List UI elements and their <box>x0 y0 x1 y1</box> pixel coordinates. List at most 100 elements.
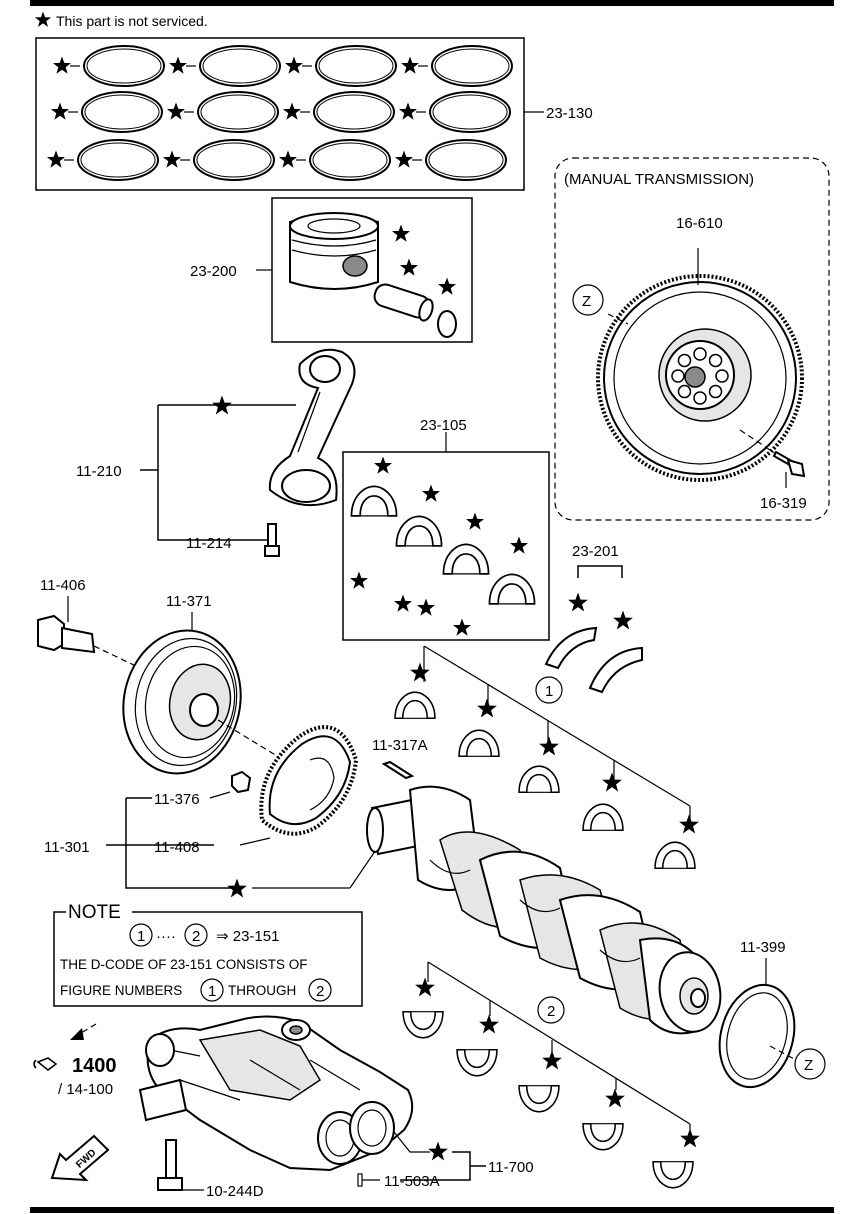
star-icon <box>428 1141 448 1161</box>
star-icon <box>51 102 69 120</box>
star-icon <box>163 150 181 168</box>
star-icon <box>539 736 559 756</box>
label-11-408[interactable]: 11-408 <box>154 839 200 856</box>
note-n1-b: 1 <box>208 983 216 1000</box>
star-icon <box>417 598 435 616</box>
reference-arrow-icon <box>33 1057 58 1071</box>
star-icon <box>227 878 247 898</box>
main-bearings-upper: 1 <box>394 645 699 870</box>
bearing-shell <box>654 841 696 870</box>
label-11-317A[interactable]: 11-317A <box>372 737 428 754</box>
reluctor-ring-group: 11-376 11-301 11-408 <box>44 725 385 898</box>
star-icon <box>283 102 301 120</box>
star-icon <box>479 1014 499 1034</box>
label-23-201[interactable]: 23-201 <box>572 543 619 560</box>
bearing-shell <box>582 1122 624 1151</box>
label-11-210[interactable]: 11-210 <box>76 463 122 480</box>
star-icon <box>212 395 232 415</box>
star-icon <box>392 224 410 242</box>
star-icon <box>602 772 622 792</box>
figure-number-2: 2 <box>547 1003 555 1020</box>
label-11-406[interactable]: 11-406 <box>40 577 86 594</box>
note-dots: ···· <box>156 928 176 945</box>
piston-ring <box>432 94 508 130</box>
bearing-shell <box>488 573 536 605</box>
star-icon <box>438 277 456 295</box>
conrod-bearings-group: 23-105 <box>342 417 550 641</box>
star-icon <box>400 258 418 276</box>
bearing-shell <box>582 803 624 832</box>
reference-14-100[interactable]: / 14-100 <box>58 1081 113 1098</box>
label-11-376[interactable]: 11-376 <box>154 791 200 808</box>
woodruff-key-group: 11-317A <box>372 737 428 780</box>
star-icon <box>395 150 413 168</box>
bottom-bar <box>30 1207 834 1213</box>
piston-ring <box>80 142 156 178</box>
label-11-301[interactable]: 11-301 <box>44 839 90 856</box>
label-16-319[interactable]: 16-319 <box>760 495 807 512</box>
flywheel-bolt-hole <box>671 369 685 383</box>
star-icon <box>613 610 633 630</box>
label-23-105[interactable]: 23-105 <box>420 417 467 434</box>
star-icon <box>679 814 699 834</box>
star-icon <box>680 1128 700 1148</box>
label-23-200[interactable]: 23-200 <box>190 263 237 280</box>
star-icon <box>401 56 419 74</box>
top-bar <box>30 0 834 6</box>
bearing-shell <box>394 691 436 720</box>
piston-ring <box>200 94 276 130</box>
note-line-3b: THROUGH <box>228 983 296 998</box>
star-icon <box>167 102 185 120</box>
label-16-610[interactable]: 16-610 <box>676 215 723 232</box>
bearing-shell <box>458 729 500 758</box>
star-icon <box>453 618 471 636</box>
label-11-399[interactable]: 11-399 <box>740 939 786 956</box>
star-icon <box>605 1088 625 1108</box>
piston-ring <box>202 48 278 84</box>
piston-ring <box>316 94 392 130</box>
note-title: NOTE <box>68 902 121 923</box>
note-box: NOTE 1 ···· 2 ⇒ 23-151 THE D-CODE OF 23-… <box>53 900 363 1007</box>
piston-ring <box>318 48 394 84</box>
thrust-bearing-group: 23-201 <box>544 543 643 694</box>
reference-group: 1400 / 14-100 <box>33 1023 117 1098</box>
star-icon <box>394 594 412 612</box>
bearing-shell <box>456 1048 498 1077</box>
note-line-3a: FIGURE NUMBERS <box>60 983 182 998</box>
z-marker-2: Z <box>804 1057 813 1074</box>
star-icon <box>374 456 392 474</box>
star-icon <box>47 150 65 168</box>
crankshaft-group <box>366 785 722 1035</box>
reference-arrow-icon <box>70 1028 84 1040</box>
bearing-shell <box>402 1010 444 1039</box>
star-icon <box>53 56 71 74</box>
connecting-rod-group: 11-210 11-214 <box>76 348 356 557</box>
note-n2-a: 2 <box>192 928 200 945</box>
star-icon <box>169 56 187 74</box>
fwd-arrow-icon: FWD <box>50 1134 110 1182</box>
label-11-700[interactable]: 11-700 <box>488 1159 534 1176</box>
flywheel-bolt-hole <box>708 384 723 399</box>
star-icon <box>477 698 497 718</box>
label-11-503A[interactable]: 11-503A <box>384 1173 440 1190</box>
piston-ring <box>86 48 162 84</box>
label-11-214[interactable]: 11-214 <box>186 535 232 552</box>
label-10-244D[interactable]: 10-244D <box>206 1183 264 1200</box>
flywheel-bolt-hole <box>693 347 707 361</box>
flywheel-bolt-hole <box>677 353 692 368</box>
star-icon <box>350 571 368 589</box>
bearing-shell <box>652 1160 694 1189</box>
piston-ring <box>196 142 272 178</box>
balancer-unit-group: 10-244D 11-700 11-503A <box>138 1015 534 1200</box>
reference-1400[interactable]: 1400 <box>72 1055 117 1077</box>
star-icon <box>542 1050 562 1070</box>
piston-ring <box>84 94 160 130</box>
star-icon <box>422 484 440 502</box>
label-11-371[interactable]: 11-371 <box>166 593 212 610</box>
label-23-130[interactable]: 23-130 <box>546 105 593 122</box>
star-icon <box>415 977 435 997</box>
star-icon <box>410 662 430 682</box>
bearing-shell <box>350 485 398 517</box>
star-icon <box>510 536 528 554</box>
